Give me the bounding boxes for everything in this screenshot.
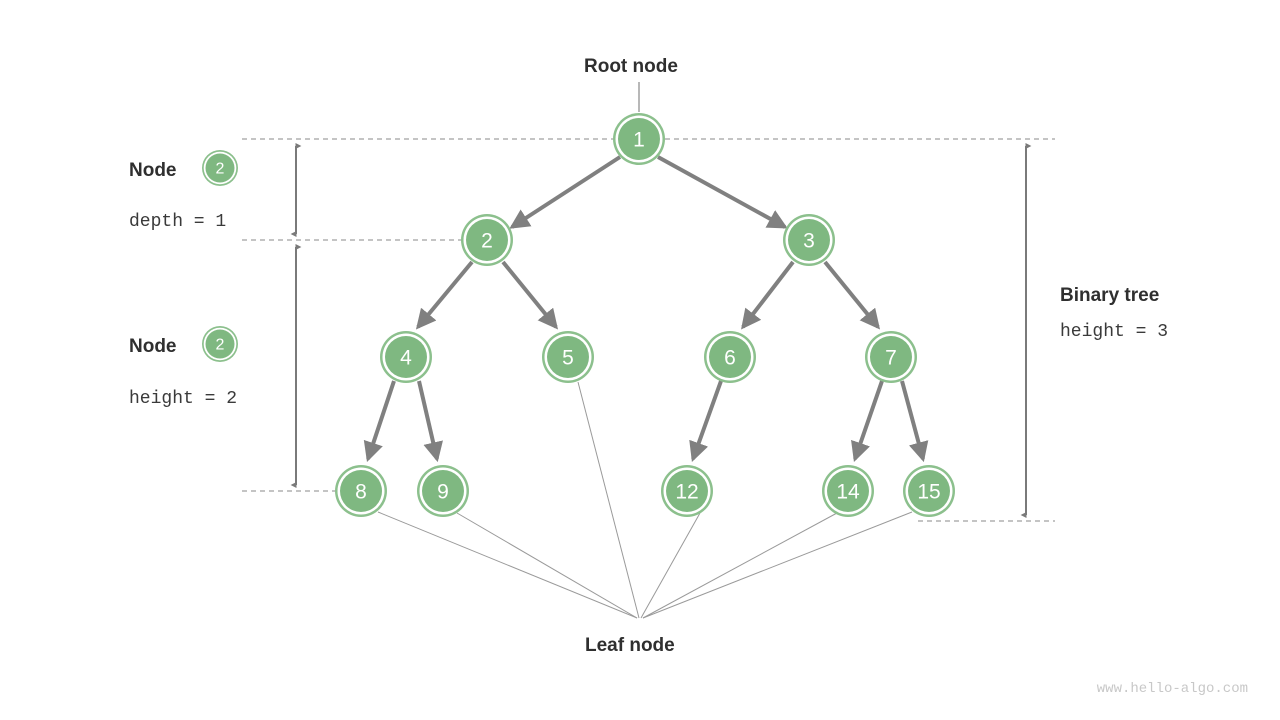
height-annotation-title: Node <box>129 336 177 357</box>
node-label: 5 <box>562 347 574 370</box>
tree-node[interactable]: 6 <box>704 331 756 383</box>
node-label: 12 <box>675 481 698 504</box>
edge-2-5 <box>501 260 559 330</box>
tree-node[interactable]: 3 <box>783 214 835 266</box>
badge-body <box>205 329 235 359</box>
edge-6-12 <box>689 380 723 463</box>
node-label: 7 <box>885 347 897 370</box>
tree-node[interactable]: 7 <box>865 331 917 383</box>
root-node-label: Root node <box>584 56 678 77</box>
node-body <box>466 219 508 261</box>
watermark-label: www.hello-algo.com <box>1097 681 1248 697</box>
tree-node[interactable]: 15 <box>903 465 955 517</box>
node-label: 4 <box>400 347 412 370</box>
edge-4-8 <box>363 380 396 463</box>
leaf-pointer-lines <box>377 381 913 619</box>
leaf-node-label: Leaf node <box>585 635 675 656</box>
badge-label: 2 <box>216 161 225 178</box>
height-annotation-detail: height = 2 <box>129 389 237 409</box>
depth-annotation-detail: depth = 1 <box>129 212 226 232</box>
leaf-line-9 <box>456 512 638 619</box>
node-body <box>709 336 751 378</box>
edge-4-9 <box>417 380 443 463</box>
edge-3-6 <box>741 260 795 330</box>
leaf-line-15 <box>642 511 913 619</box>
edge-2-4 <box>415 260 474 330</box>
depth-annotation-badge: 2 <box>202 150 238 186</box>
tree-node[interactable]: 8 <box>335 465 387 517</box>
node-body <box>908 470 950 512</box>
node-label: 2 <box>481 230 493 253</box>
leaf-line-5 <box>577 381 640 619</box>
node-body <box>547 336 589 378</box>
edge-1-2 <box>509 155 622 229</box>
text-labels: Root node Leaf node Node depth = 1 Node … <box>129 56 1248 697</box>
node-label: 3 <box>803 230 815 253</box>
node-label: 15 <box>917 481 940 504</box>
node-label: 8 <box>355 481 367 504</box>
tree-node[interactable]: 1 <box>613 113 665 165</box>
edge-3-7 <box>823 260 881 330</box>
node-body <box>666 470 708 512</box>
edge-1-3 <box>657 155 788 229</box>
dimension-arrows <box>290 143 1032 518</box>
depth-annotation-title: Node <box>129 160 177 181</box>
node-label: 6 <box>724 347 736 370</box>
leaf-line-8 <box>377 511 638 619</box>
badge-label: 2 <box>216 337 225 354</box>
tree-node[interactable]: 4 <box>380 331 432 383</box>
tree-node[interactable]: 5 <box>542 331 594 383</box>
dashed-guide-lines <box>242 138 1055 522</box>
node-label: 14 <box>836 481 860 504</box>
node-label: 1 <box>633 129 645 152</box>
tree-node[interactable]: 2 <box>461 214 513 266</box>
node-body <box>827 470 869 512</box>
tree-height-annotation-title: Binary tree <box>1060 285 1159 306</box>
node-label: 9 <box>437 481 449 504</box>
node-body <box>870 336 912 378</box>
node-body <box>618 118 660 160</box>
edge-7-15 <box>900 380 929 463</box>
leaf-line-12 <box>640 512 701 619</box>
edge-7-14 <box>851 380 884 463</box>
annotation-badges: 2 2 <box>202 150 238 362</box>
tree-node[interactable]: 9 <box>417 465 469 517</box>
tree-height-annotation-detail: height = 3 <box>1060 322 1168 342</box>
node-body <box>422 470 464 512</box>
leaf-line-14 <box>642 512 838 619</box>
node-body <box>788 219 830 261</box>
tree-edges <box>363 155 929 463</box>
tree-node[interactable]: 14 <box>822 465 874 517</box>
tree-nodes: 1 2 3 4 <box>335 113 955 517</box>
node-body <box>385 336 427 378</box>
node-body <box>340 470 382 512</box>
tree-node[interactable]: 12 <box>661 465 713 517</box>
height-annotation-badge: 2 <box>202 326 238 362</box>
badge-body <box>205 153 235 183</box>
